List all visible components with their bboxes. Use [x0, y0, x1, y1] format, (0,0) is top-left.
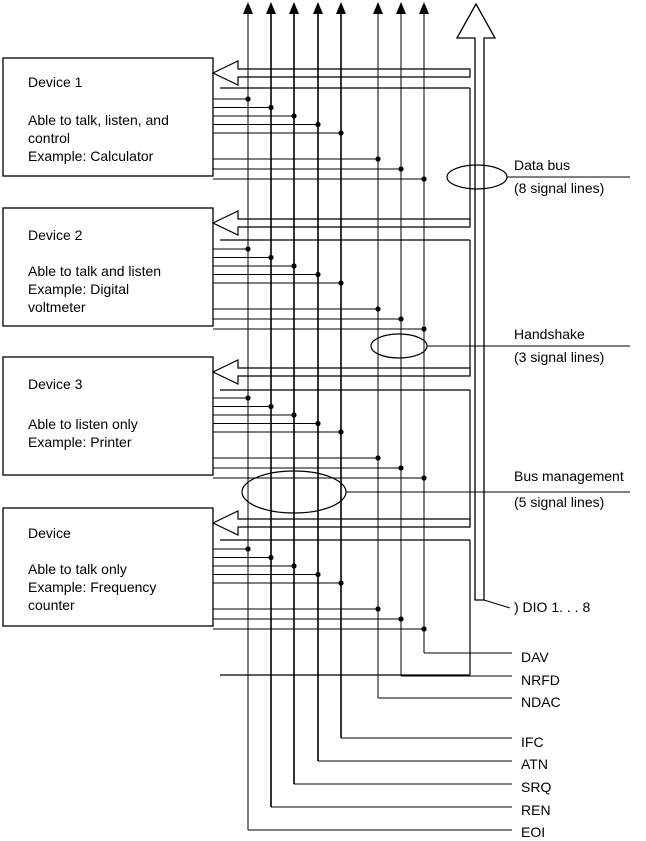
- signal-label-ifc: IFC: [521, 734, 544, 750]
- bus-arrow-up: [336, 2, 346, 14]
- device-3-title: Device 3: [28, 376, 83, 392]
- signal-label-ren: REN: [521, 802, 551, 818]
- device-1-desc-2: control: [28, 130, 70, 146]
- device-3-desc-2: Example: Printer: [28, 434, 132, 450]
- handshake-detail: (3 signal lines): [514, 349, 604, 365]
- bus-arrow-up: [396, 2, 406, 14]
- device-4-desc-2: Example: Frequency: [28, 579, 156, 595]
- device-4-desc-3: counter: [28, 597, 75, 613]
- device-4-box: [2, 507, 214, 627]
- bus-arrow-up: [289, 2, 299, 14]
- device-3-desc-1: Able to listen only: [28, 416, 138, 432]
- data-bus-label: Data bus: [514, 157, 570, 173]
- data-bus-detail: (8 signal lines): [514, 180, 604, 196]
- dio-label: ) DIO 1. . . 8: [514, 599, 590, 615]
- device-1-box: [2, 57, 214, 177]
- device-4-desc-1: Able to talk only: [28, 561, 127, 577]
- bus-management-label: Bus management: [514, 468, 624, 484]
- device-2-desc-2: Example: Digital: [28, 281, 129, 297]
- device-1-title: Device 1: [28, 74, 83, 90]
- device-1-desc-1: Able to talk, listen, and: [28, 112, 169, 128]
- handshake-ellipse: [370, 333, 428, 359]
- bus-arrow-up: [313, 2, 323, 14]
- device-2-title: Device 2: [28, 227, 83, 243]
- signal-label-srq: SRQ: [521, 779, 551, 795]
- device-3-box: [2, 356, 214, 476]
- signal-label-eoi: EOI: [521, 824, 545, 840]
- device-2-box: [2, 207, 214, 327]
- device-4-title: Device: [28, 525, 71, 541]
- bus-arrow-up: [419, 2, 429, 14]
- dio-lead-line: [483, 599, 511, 609]
- bus-arrow-up: [243, 2, 253, 14]
- signal-label-dav: DAV: [521, 649, 549, 665]
- handshake-label: Handshake: [514, 326, 585, 342]
- bus-arrow-up: [266, 2, 276, 14]
- data-bus-arrow: [455, 2, 497, 601]
- signal-label-ndac: NDAC: [521, 694, 561, 710]
- device-1-desc-3: Example: Calculator: [28, 148, 154, 164]
- signal-label-atn: ATN: [521, 756, 548, 772]
- bus-management-detail: (5 signal lines): [514, 494, 604, 510]
- bus-arrow-up: [373, 2, 383, 14]
- device-2-desc-1: Able to talk and listen: [28, 263, 161, 279]
- device-2-desc-3: voltmeter: [28, 299, 86, 315]
- signal-label-nrfd: NRFD: [521, 672, 560, 688]
